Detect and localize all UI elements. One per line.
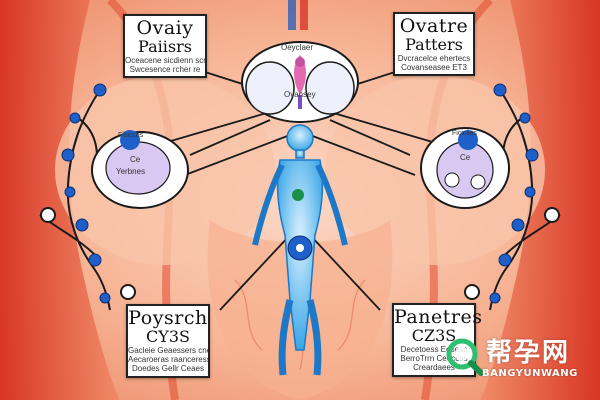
label-bottom-left-line-3: Doedes Gellr Ceaes — [131, 364, 205, 373]
left-cell-line-2: Ce — [130, 155, 141, 164]
label-bottom-right-subtitle: CZ3S — [411, 326, 457, 345]
center-ovary-caption: Ovansey — [284, 90, 316, 99]
label-top-right-line-2: Covanseasee ET3 — [401, 63, 467, 72]
label-bottom-right-line-2: BerroTrrn Ceeccas — [400, 354, 468, 363]
label-top-right: Ovatre Patters Dvcracelce ehertecs Covan… — [393, 12, 475, 76]
right-lower-open-node — [464, 284, 480, 300]
right-cell-line-1: Ficiciies — [452, 130, 477, 137]
label-top-right-subtitle: Patters — [405, 35, 463, 54]
label-bottom-left-title: Poysrch — [128, 307, 208, 329]
left-muscle-band — [0, 0, 120, 400]
right-cell-diagram — [420, 127, 510, 209]
label-bottom-left-line-2: Aecaroeras raanceress — [128, 355, 208, 364]
left-open-node — [40, 207, 56, 223]
watermark: 帮孕网 BANGYUNWANG — [444, 330, 594, 390]
label-top-left-title: Ovaiy — [136, 17, 194, 39]
label-top-left: Ovaiy Paiisrs Oceacene sicdienn scre Swc… — [123, 14, 207, 78]
label-bottom-right-title: Panetres — [394, 306, 483, 328]
right-nodes — [489, 83, 539, 304]
left-nodes — [61, 83, 111, 304]
organ-node-icon — [292, 189, 304, 201]
label-top-left-subtitle: Paiisrs — [138, 37, 192, 56]
label-top-left-line-2: Swcesence rcher re — [129, 65, 201, 74]
right-cell-line-2: Ce — [460, 153, 471, 162]
label-bottom-right-line-3: Creardaees — [413, 363, 455, 372]
red-vessel — [300, 0, 308, 30]
label-bottom-left: Poysrch CY3S Gacleie Geaessers cne Aecar… — [126, 304, 210, 378]
left-cell-line-1: Fisicces — [118, 132, 144, 139]
left-lower-open-node — [120, 284, 136, 300]
blue-vessel — [288, 0, 296, 30]
right-open-node — [544, 207, 560, 223]
center-ovary-diagram — [241, 41, 359, 123]
label-bottom-left-subtitle: CY3S — [146, 327, 190, 346]
watermark-chinese-text: 帮孕网 — [486, 338, 571, 368]
center-ovary-title: Oeyclaer — [281, 43, 314, 52]
label-bottom-right-line-1: Decetoess Eeseas — [400, 345, 468, 354]
watermark-latin-text: BANGYUNWANG — [482, 368, 578, 379]
label-top-left-line-1: Oceacene sicdienn scre — [125, 56, 205, 65]
label-bottom-left-line-1: Gacleie Geaessers cne — [128, 346, 208, 355]
magnifier-logo-icon — [446, 338, 484, 376]
left-cell-diagram — [91, 130, 189, 209]
label-top-right-title: Ovatre — [399, 15, 469, 37]
figure-head-icon — [286, 124, 314, 152]
right-muscle-band — [480, 0, 600, 400]
left-cell-line-3: Yerbnes — [116, 167, 146, 176]
label-top-right-line-1: Dvcracelce ehertecs — [397, 54, 471, 63]
